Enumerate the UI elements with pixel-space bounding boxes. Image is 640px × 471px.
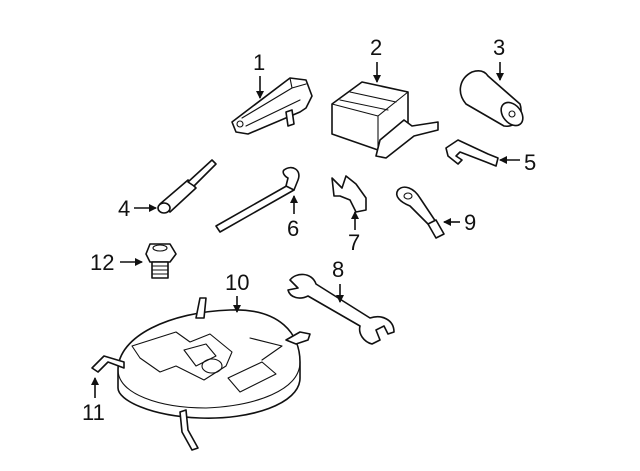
part-7-bracket: [331, 175, 367, 213]
callout-11: 11: [82, 400, 105, 425]
part-3-canister: [459, 70, 524, 127]
part-8-open-end-wrench: [287, 273, 395, 345]
callout-6: 6: [287, 216, 299, 241]
part-12-hold-down-bolt: [145, 243, 177, 279]
callout-2: 2: [370, 35, 382, 60]
callout-7: 7: [348, 230, 360, 255]
part-2-tool-bag: [331, 81, 439, 159]
part-10-tool-tray: [91, 297, 311, 451]
callout-1: 1: [253, 50, 265, 75]
part-1-jack: [231, 77, 313, 135]
part-6-wrench-rod: [215, 166, 300, 233]
callout-9: 9: [464, 210, 476, 235]
part-9-tow-eye: [395, 186, 445, 239]
callout-12: 12: [90, 250, 114, 275]
part-5-hook: [445, 139, 499, 167]
callout-10: 10: [225, 270, 249, 295]
callout-8: 8: [332, 257, 344, 282]
part-4-handle: [157, 159, 217, 214]
callout-5: 5: [524, 150, 536, 175]
callout-3: 3: [493, 35, 505, 60]
callout-4: 4: [118, 196, 130, 221]
